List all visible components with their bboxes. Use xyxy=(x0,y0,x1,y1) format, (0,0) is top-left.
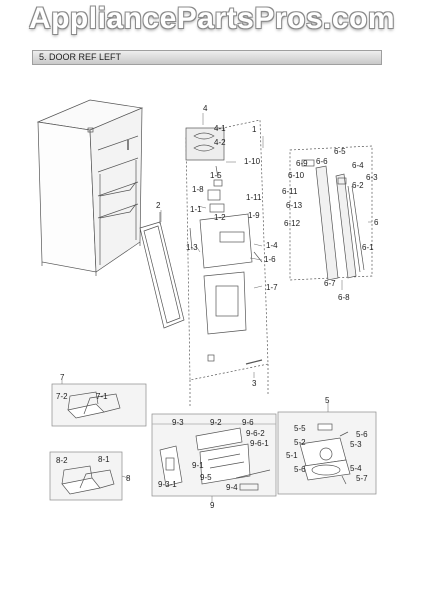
callout-6-11: 6-11 xyxy=(282,187,298,196)
door-gasket xyxy=(139,212,185,329)
callout-1-5: 1-5 xyxy=(210,171,222,180)
callout-1-2: 1-2 xyxy=(214,213,226,222)
callout-6: 6 xyxy=(374,218,379,227)
section-header: 5. DOOR REF LEFT xyxy=(32,50,382,65)
callout-6-6: 6-6 xyxy=(316,157,328,166)
group-7-box xyxy=(51,383,147,427)
callout-4-2: 4-2 xyxy=(214,138,226,147)
callout-labels: 4 4-1 4-2 1 1-10 1-5 1-8 1-11 1-1 1-2 1-… xyxy=(56,104,379,510)
callout-1-3: 1-3 xyxy=(186,243,198,252)
callout-9-1: 9-1 xyxy=(192,461,204,470)
callout-6-1: 6-1 xyxy=(362,243,374,252)
callout-9-3-1: 9-3-1 xyxy=(158,480,177,489)
callout-9-6-1: 9-6-1 xyxy=(250,439,269,448)
callout-5-3: 5-3 xyxy=(350,440,362,449)
callout-5-7: 5-7 xyxy=(356,474,368,483)
callout-7: 7 xyxy=(60,373,65,382)
callout-1: 1 xyxy=(252,125,257,134)
door-outline xyxy=(185,119,269,408)
group-5-box xyxy=(277,411,377,495)
callout-6-9: 6-9 xyxy=(296,159,308,168)
callout-4-1: 4-1 xyxy=(214,124,226,133)
callout-7-1: 7-1 xyxy=(96,392,108,401)
callout-2: 2 xyxy=(156,201,161,210)
callout-1-4: 1-4 xyxy=(266,241,278,250)
callout-8-1: 8-1 xyxy=(98,455,110,464)
callout-6-3: 6-3 xyxy=(366,173,378,182)
door-components xyxy=(185,127,263,365)
callout-9-6: 9-6 xyxy=(242,418,254,427)
callout-1-11: 1-11 xyxy=(246,193,262,202)
callout-6-12: 6-12 xyxy=(284,219,301,228)
callout-5-6-top: 5-6 xyxy=(356,430,368,439)
callout-3: 3 xyxy=(252,379,257,388)
callout-6-2: 6-2 xyxy=(352,181,364,190)
callout-9-5: 9-5 xyxy=(200,473,212,482)
callout-5-1: 5-1 xyxy=(286,451,298,460)
refrigerator-cabinet xyxy=(36,99,144,276)
callout-6-5: 6-5 xyxy=(334,147,346,156)
callout-1-10: 1-10 xyxy=(244,157,261,166)
callout-9-6-2: 9-6-2 xyxy=(246,429,265,438)
callout-5-2: 5-2 xyxy=(294,438,306,447)
callout-9-3: 9-3 xyxy=(172,418,184,427)
callout-6-8: 6-8 xyxy=(338,293,350,302)
callout-6-7: 6-7 xyxy=(324,279,336,288)
callout-1-8: 1-8 xyxy=(192,185,204,194)
callout-4: 4 xyxy=(203,104,208,113)
watermark: AppliancePartsPros.com xyxy=(28,2,396,35)
callout-1-1: 1-1 xyxy=(190,205,202,214)
callout-5-5: 5-5 xyxy=(294,424,306,433)
callout-1-9: 1-9 xyxy=(248,211,260,220)
callout-6-13: 6-13 xyxy=(286,201,303,210)
callout-7-2: 7-2 xyxy=(56,392,68,401)
callout-5: 5 xyxy=(325,396,330,405)
callout-8: 8 xyxy=(126,474,131,483)
callout-5-6-bottom: 5-6 xyxy=(294,465,306,474)
section-title: 5. DOOR REF LEFT xyxy=(39,52,122,62)
callout-9-4: 9-4 xyxy=(226,483,238,492)
callout-1-7: 1-7 xyxy=(266,283,278,292)
callout-9: 9 xyxy=(210,501,215,510)
callout-8-2: 8-2 xyxy=(56,456,68,465)
callout-6-4: 6-4 xyxy=(352,161,364,170)
rail-box xyxy=(289,145,373,281)
callout-1-6: 1-6 xyxy=(264,255,276,264)
group-9-box xyxy=(151,413,277,497)
leader-lines xyxy=(61,113,372,502)
callout-5-4: 5-4 xyxy=(350,464,362,473)
callout-6-10: 6-10 xyxy=(288,171,305,180)
callout-9-2: 9-2 xyxy=(210,418,222,427)
